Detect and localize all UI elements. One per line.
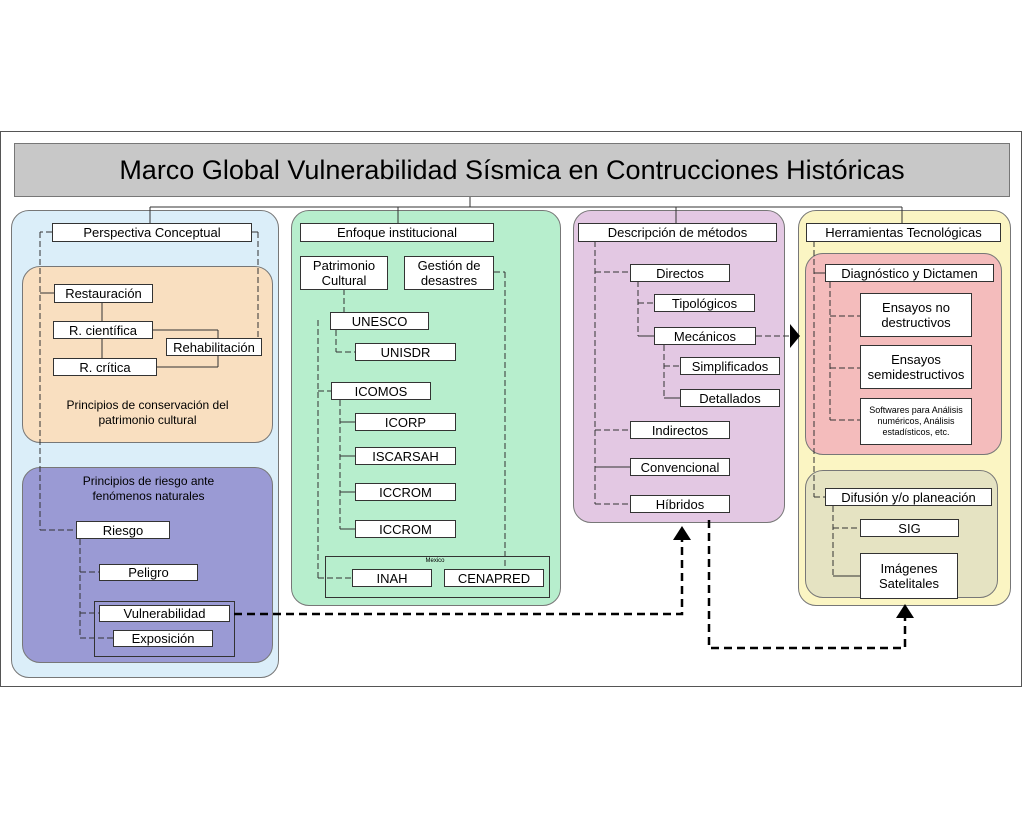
sig-box: SIG <box>860 519 959 537</box>
iccrom-box-1: ICCROM <box>355 483 456 501</box>
perspectiva-header: Perspectiva Conceptual <box>52 223 252 242</box>
convencional-box: Convencional <box>630 458 730 476</box>
indirectos-box: Indirectos <box>630 421 730 439</box>
diagram-title: Marco Global Vulnerabilidad Sísmica en C… <box>14 143 1010 197</box>
inah-box: INAH <box>352 569 432 587</box>
simplificados-box: Simplificados <box>680 357 780 375</box>
detallados-box: Detallados <box>680 389 780 407</box>
tipologicos-box: Tipológicos <box>654 294 755 312</box>
rehabilitacion-box: Rehabilitación <box>166 338 262 356</box>
difusion-box: Difusión y/o planeación <box>825 488 992 506</box>
mexico-group <box>325 556 550 598</box>
arrow-to-difusion <box>896 604 914 618</box>
vulnerabilidad-group <box>94 601 235 657</box>
institucional-header: Enfoque institucional <box>300 223 494 242</box>
patrimonio-box: Patrimonio Cultural <box>300 256 388 290</box>
r-critica-box: R. crítica <box>53 358 157 376</box>
icorp-box: ICORP <box>355 413 456 431</box>
r-cientifica-box: R. científica <box>53 321 153 339</box>
gestion-box: Gestión de desastres <box>404 256 494 290</box>
arrow-to-metodos <box>673 526 691 540</box>
iscarsah-box: ISCARSAH <box>355 447 456 465</box>
herramientas-header: Herramientas Tecnológicas <box>806 223 1001 242</box>
ensayos-semidestructivos-box: Ensayos semidestructivos <box>860 345 972 389</box>
imagenes-satelitales-box: Imágenes Satelitales <box>860 553 958 599</box>
ensayos-no-destructivos-box: Ensayos no destructivos <box>860 293 972 337</box>
vulnerabilidad-box: Vulnerabilidad <box>99 605 230 622</box>
iccrom-box-2: ICCROM <box>355 520 456 538</box>
diagram-frame <box>0 131 1022 687</box>
directos-box: Directos <box>630 264 730 282</box>
icomos-box: ICOMOS <box>331 382 431 400</box>
restauracion-box: Restauración <box>54 284 153 303</box>
metodos-header: Descripción de métodos <box>578 223 777 242</box>
mecanicos-box: Mecánicos <box>654 327 756 345</box>
peligro-box: Peligro <box>99 564 198 581</box>
unisdr-box: UNISDR <box>355 343 456 361</box>
unesco-box: UNESCO <box>330 312 429 330</box>
exposicion-box: Exposición <box>113 630 213 647</box>
softwares-box: Softwares para Análisis numéricos, Análi… <box>860 398 972 445</box>
cenapred-box: CENAPRED <box>444 569 544 587</box>
mexico-label: Mexico <box>425 558 445 564</box>
arrow-to-herramientas <box>790 324 800 348</box>
conservacion-label: Principios de conservación del patrimoni… <box>66 398 229 427</box>
riesgo-label: Principios de riesgo ante fenómenos natu… <box>82 474 215 503</box>
riesgo-box: Riesgo <box>76 521 170 539</box>
diagnostico-box: Diagnóstico y Dictamen <box>825 264 994 282</box>
hibridos-box: Híbridos <box>630 495 730 513</box>
